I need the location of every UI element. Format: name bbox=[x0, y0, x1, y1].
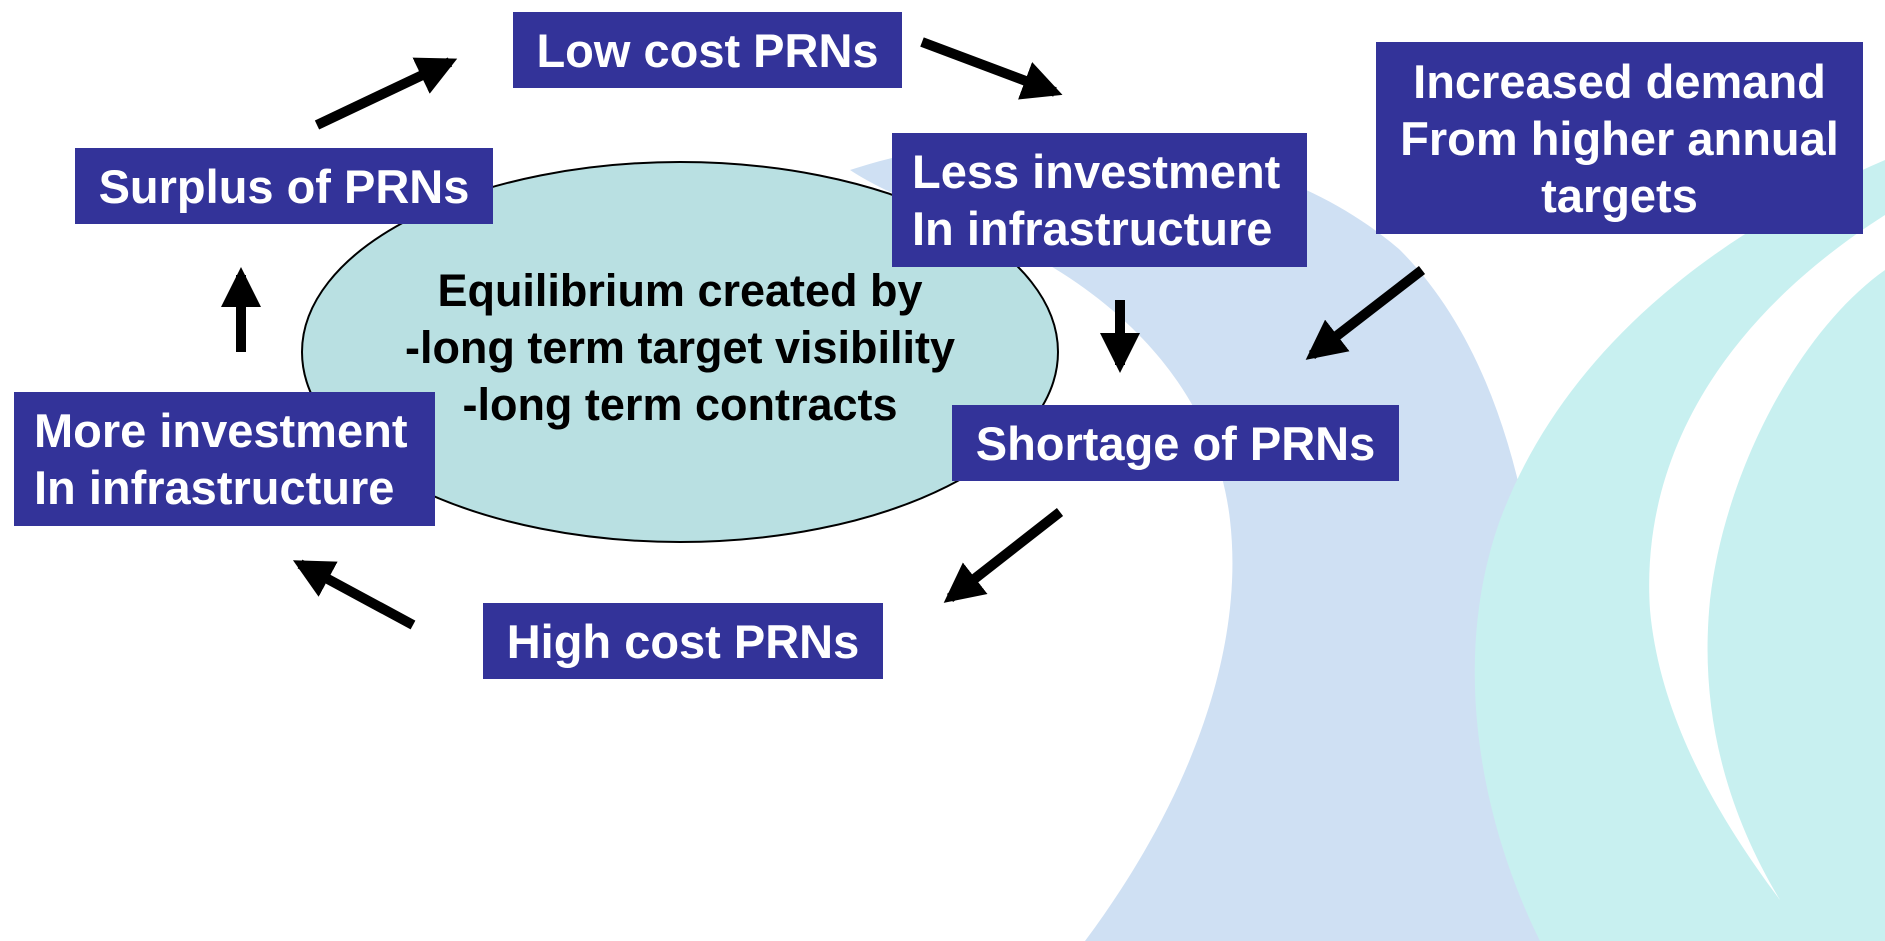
node-more-investment-line-1: More investment bbox=[34, 404, 408, 457]
node-increased-demand-line-1: Increased demand bbox=[1413, 54, 1826, 108]
node-low-cost-label: Low cost PRNs bbox=[536, 23, 879, 77]
node-high-cost-label: High cost PRNs bbox=[506, 614, 860, 668]
node-increased-demand-line-2: From higher annual bbox=[1400, 111, 1839, 165]
arrow-demand-to-shortage bbox=[1305, 266, 1426, 360]
node-surplus-of-prns: Surplus of PRNs bbox=[75, 148, 493, 224]
background-swoosh-white bbox=[1649, 215, 1885, 900]
equilibrium-text: Equilibrium created by -long term target… bbox=[305, 262, 1055, 433]
arrow-surplus-to-low-cost bbox=[314, 57, 458, 130]
equilibrium-line-1: Equilibrium created by bbox=[437, 265, 923, 316]
node-increased-demand: Increased demand From higher annual targ… bbox=[1376, 42, 1863, 234]
equilibrium-ellipse bbox=[301, 161, 1059, 543]
node-more-investment: More investment In infrastructure bbox=[14, 392, 435, 526]
node-shortage-of-prns: Shortage of PRNs bbox=[952, 405, 1399, 481]
node-less-investment-line-2: In infrastructure bbox=[912, 202, 1273, 255]
node-less-investment: Less investment In infrastructure bbox=[892, 133, 1307, 267]
node-less-investment-line-1: Less investment bbox=[912, 145, 1281, 198]
node-increased-demand-line-3: targets bbox=[1541, 168, 1698, 222]
equilibrium-line-3: -long term contracts bbox=[462, 379, 898, 430]
arrow-high-cost-to-more-investment bbox=[292, 559, 416, 630]
arrow-low-cost-to-less-investment bbox=[920, 37, 1063, 100]
node-surplus-label: Surplus of PRNs bbox=[98, 159, 470, 213]
node-low-cost-prns: Low cost PRNs bbox=[513, 12, 902, 88]
background-swoosh-blue bbox=[850, 139, 1548, 941]
node-high-cost-prns: High cost PRNs bbox=[483, 603, 883, 679]
arrow-shortage-to-high-cost bbox=[943, 508, 1064, 603]
node-more-investment-line-2: In infrastructure bbox=[34, 461, 395, 514]
equilibrium-line-2: -long term target visibility bbox=[404, 322, 956, 373]
node-shortage-label: Shortage of PRNs bbox=[975, 416, 1376, 470]
